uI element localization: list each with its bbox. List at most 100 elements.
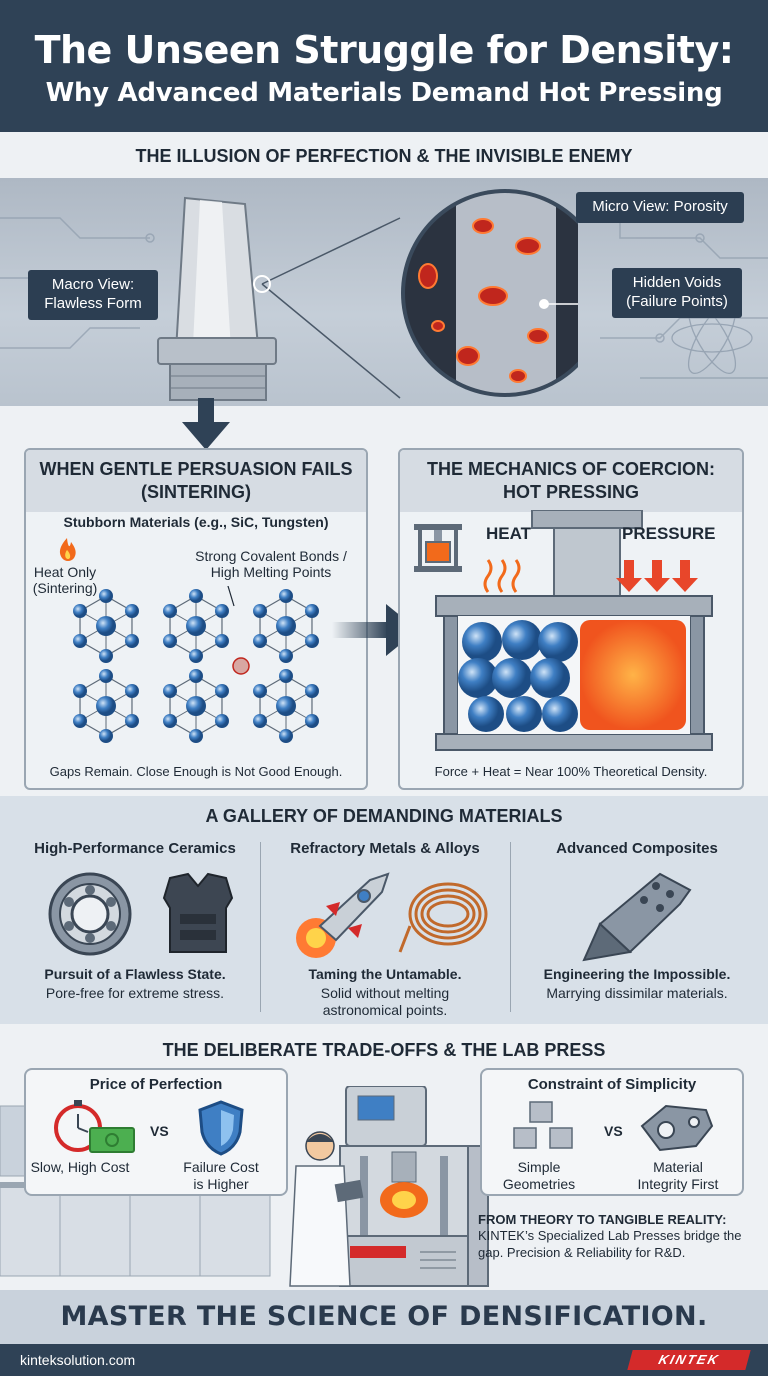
atom-sphere	[304, 604, 319, 618]
atom-sphere	[73, 714, 88, 728]
atom-sphere	[124, 684, 139, 698]
ceramics-bold-text: Pursuit of a Flawless State.	[44, 966, 226, 982]
page-subtitle: Why Advanced Materials Demand Hot Pressi…	[45, 78, 723, 108]
hotpress-title-line1: THE MECHANICS OF COERCION:	[427, 459, 715, 479]
atom-sphere	[276, 616, 296, 636]
composites-sub-text: Marrying dissimilar materials.	[546, 985, 728, 1001]
footer-url[interactable]: kinteksolution.com	[20, 1352, 136, 1368]
atom-sphere	[124, 714, 139, 728]
flame-icon	[59, 538, 76, 561]
slow-high-cost-text: Slow, High Cost	[30, 1159, 130, 1175]
atom-sphere	[96, 616, 116, 636]
atom-sphere	[73, 604, 88, 618]
illusion-scene: Macro View: Flawless Form Micro View: Po…	[0, 178, 768, 406]
ceramics-sub-text: Pore-free for extreme stress.	[45, 985, 225, 1001]
page-title: The Unseen Struggle for Density:	[34, 28, 734, 72]
failure-cost-text-1: Failure Cost	[183, 1159, 259, 1175]
simple-text-2: Geometries	[502, 1176, 576, 1192]
refractory-sub-text-2: astronomical points.	[322, 1002, 448, 1018]
atom-sphere	[186, 696, 206, 716]
pressure-label: PRESSURE	[622, 524, 716, 543]
gallery-col-ceramics-title: High-Performance Ceramics	[34, 840, 236, 857]
atom-sphere	[186, 616, 206, 636]
atom-sphere	[124, 634, 139, 648]
footer: kinteksolution.com KINTEK	[0, 1344, 768, 1376]
atom-sphere	[96, 696, 116, 716]
bonds-line2: High Melting Points	[210, 564, 332, 581]
atom-sphere	[73, 684, 88, 698]
atom-sphere	[214, 684, 229, 698]
constraint-title: Constraint of Simplicity	[527, 1076, 697, 1093]
sintering-title-line1: WHEN GENTLE PERSUASION FAILS	[39, 459, 353, 479]
atom-sphere	[99, 589, 113, 603]
gap-void	[232, 657, 250, 675]
simple-cubes-icon	[513, 1101, 573, 1149]
cta-text: KINTEK’s Specialized Lab Presses bridge …	[478, 1228, 742, 1260]
header-banner: The Unseen Struggle for Density: Why Adv…	[0, 0, 768, 132]
refractory-illustration	[296, 872, 488, 958]
refractory-bold-text: Taming the Untamable.	[308, 966, 462, 982]
atom-sphere	[279, 649, 293, 663]
hot-pressing-panel: THE MECHANICS OF COERCION: HOT PRESSING	[398, 448, 744, 790]
atom-sphere	[189, 669, 203, 683]
sintering-title-line2: (SINTERING)	[141, 481, 251, 502]
master-banner: MASTER THE SCIENCE OF DENSIFICATION.	[0, 1290, 768, 1344]
cta-title: FROM THEORY TO TANGIBLE REALITY:	[478, 1212, 727, 1227]
atom-sphere	[304, 714, 319, 728]
stopwatch-money-icon	[54, 1100, 135, 1153]
gallery-divider-2	[510, 842, 511, 1012]
atom-sphere	[189, 589, 203, 603]
hot-press-diagram	[414, 510, 713, 751]
section-title-illusion: THE ILLUSION OF PERFECTION & THE INVISIB…	[135, 146, 633, 166]
down-arrow-icon	[182, 398, 230, 450]
atom-sphere	[99, 669, 113, 683]
heat-label: HEAT	[486, 524, 532, 543]
turbine-blade-icon	[157, 196, 277, 401]
dense-material-block	[580, 620, 686, 730]
scientist-figure-icon	[289, 1131, 364, 1287]
gallery-title: A GALLERY OF DEMANDING MATERIALS	[205, 806, 563, 826]
macro-view-label: Macro View: Flawless Form	[28, 270, 158, 320]
hotpress-caption: Force + Heat = Near 100% Theoretical Den…	[434, 764, 708, 779]
atom-sphere	[73, 634, 88, 648]
atom-sphere	[189, 649, 203, 663]
failure-cost-text-2: is Higher	[193, 1176, 249, 1192]
atom-sphere	[253, 684, 268, 698]
atom-sphere	[163, 684, 178, 698]
sintering-title: WHEN GENTLE PERSUASION FAILS (SINTERING)	[26, 450, 366, 512]
atom-sphere	[163, 714, 178, 728]
composites-illustration	[582, 872, 692, 962]
ball-bearing-icon	[48, 872, 132, 956]
atom-sphere	[304, 684, 319, 698]
kintek-logo: KINTEK	[627, 1350, 751, 1370]
atom-sphere	[253, 634, 268, 648]
material-text-1: Material	[653, 1159, 703, 1175]
heat-only-line2: (Sintering)	[32, 580, 98, 597]
tradeoffs-title: THE DELIBERATE TRADE-OFFS & THE LAB PRES…	[162, 1040, 606, 1060]
simple-text-1: Simple	[517, 1159, 561, 1175]
macro-label-line2: Flawless Form	[44, 294, 142, 312]
covalent-bonds-label: Strong Covalent Bonds / High Melting Poi…	[186, 548, 356, 580]
heat-only-label: Heat Only (Sintering)	[30, 564, 100, 596]
pressure-arrows-icon	[616, 560, 698, 592]
atom-sphere	[99, 649, 113, 663]
porosity-magnifier	[401, 189, 578, 397]
atom-sphere	[304, 634, 319, 648]
rocket-engine-icon	[296, 872, 390, 958]
lab-press-machine-icon	[339, 1086, 489, 1287]
atom-sphere	[279, 729, 293, 743]
sintering-panel: WHEN GENTLE PERSUASION FAILS (SINTERING)…	[24, 448, 368, 790]
gallery-col-refractory-title: Refractory Metals & Alloys	[290, 840, 480, 857]
voids-label-line2: (Failure Points)	[626, 292, 728, 310]
drill-bit-icon	[582, 872, 692, 962]
heat-waves-icon	[483, 559, 521, 593]
vs-label-right: VS	[604, 1123, 623, 1139]
shield-icon	[198, 1100, 244, 1156]
atom-sphere	[214, 634, 229, 648]
refractory-sub-text-1: Solid without melting	[320, 985, 450, 1001]
atom-sphere	[124, 604, 139, 618]
atom-sphere	[279, 589, 293, 603]
micro-view-label: Micro View: Porosity	[576, 192, 744, 223]
lattice-diagram	[73, 586, 319, 743]
atom-sphere	[214, 604, 229, 618]
